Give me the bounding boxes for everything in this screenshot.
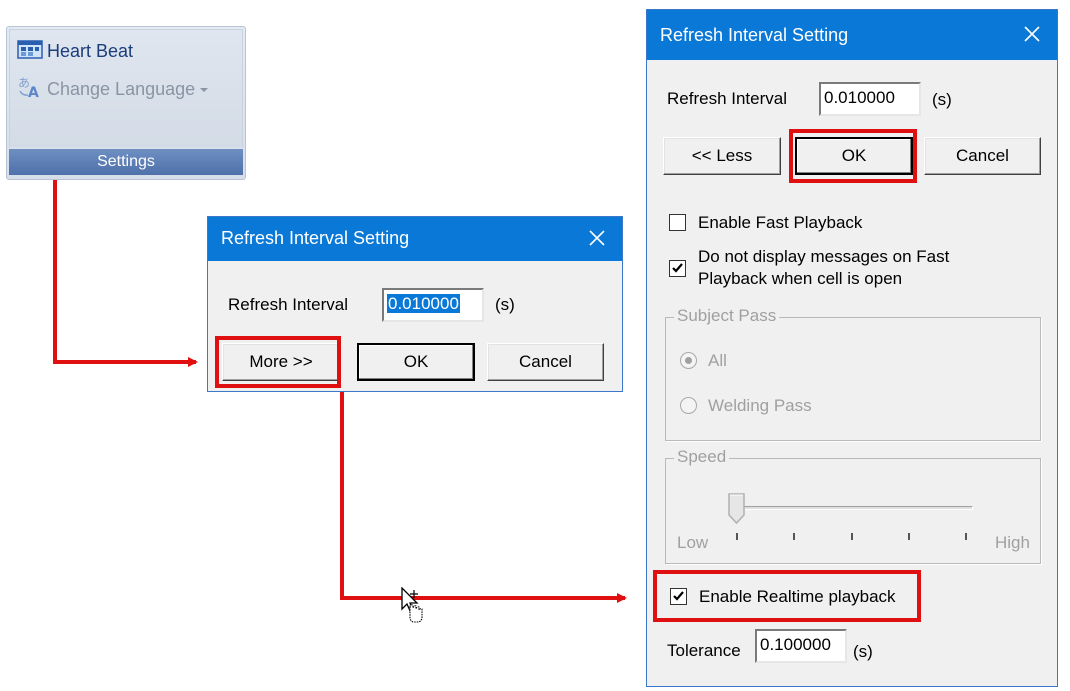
radio-welding-pass-label: Welding Pass <box>708 396 812 415</box>
ok-button[interactable]: OK <box>357 343 475 381</box>
slider-tick <box>851 533 853 540</box>
dialog-titlebar: Refresh Interval Setting <box>647 10 1057 60</box>
tolerance-input[interactable]: 0.100000 <box>755 629 847 663</box>
less-button[interactable]: << Less <box>663 137 781 175</box>
dialog-title: Refresh Interval Setting <box>660 25 849 45</box>
radio-all[interactable] <box>680 352 697 369</box>
cancel-button[interactable]: Cancel <box>924 137 1041 175</box>
fast-playback-checkbox[interactable] <box>669 214 686 231</box>
tolerance-unit-label: (s) <box>853 642 873 661</box>
checkmark-icon <box>673 591 684 601</box>
ribbon-group-label: Settings <box>9 149 243 175</box>
refresh-interval-label: Refresh Interval <box>228 295 348 314</box>
svg-text:A: A <box>28 85 39 99</box>
change-language-button[interactable]: あ A Change Language <box>17 75 209 103</box>
ok-button[interactable]: OK <box>795 137 913 175</box>
subject-pass-caption: Subject Pass <box>674 306 780 326</box>
refresh-interval-input[interactable]: 0.010000 <box>819 82 921 116</box>
realtime-playback-checkbox[interactable] <box>670 588 687 605</box>
cancel-button[interactable]: Cancel <box>487 343 604 381</box>
more-button[interactable]: More >> <box>222 343 340 381</box>
unit-label: (s) <box>932 90 952 109</box>
speed-slider-track[interactable] <box>729 506 973 510</box>
heart-beat-button[interactable]: Heart Beat <box>17 37 133 65</box>
slider-tick <box>793 533 795 540</box>
dialog-titlebar: Refresh Interval Setting <box>208 217 622 261</box>
speed-high-label: High <box>995 533 1030 552</box>
arrow-more-to-expanded <box>340 385 627 603</box>
close-icon[interactable] <box>1015 17 1049 51</box>
mouse-pointer-icon <box>400 586 430 630</box>
svg-text:あ: あ <box>18 76 30 90</box>
no-messages-label-line1: Do not display messages on Fast <box>698 247 950 266</box>
slider-tick <box>965 533 967 540</box>
close-icon[interactable] <box>580 221 614 255</box>
refresh-interval-input[interactable]: 0.010000 <box>382 288 484 322</box>
refresh-dialog-compact: Refresh Interval Setting Refresh Interva… <box>207 216 623 392</box>
tolerance-label: Tolerance <box>667 641 741 660</box>
checkmark-icon <box>672 263 683 273</box>
ribbon-settings-panel: Heart Beat あ A Change Language Settings <box>6 26 246 180</box>
subject-pass-group: Subject Pass <box>665 306 1041 441</box>
arrow-ribbon-to-dialog <box>53 180 198 367</box>
dropdown-arrow-icon <box>199 79 209 99</box>
realtime-playback-label: Enable Realtime playback <box>699 587 896 606</box>
speed-low-label: Low <box>677 533 709 552</box>
unit-label: (s) <box>495 295 515 314</box>
language-icon: あ A <box>17 75 43 104</box>
dialog-title: Refresh Interval Setting <box>221 228 410 248</box>
heart-beat-label: Heart Beat <box>47 40 134 61</box>
radio-all-label: All <box>708 351 727 370</box>
refresh-dialog-expanded: Refresh Interval Setting Refresh Interva… <box>646 9 1058 687</box>
heart-beat-icon <box>17 38 43 65</box>
refresh-interval-label: Refresh Interval <box>667 89 787 108</box>
slider-tick <box>736 533 738 540</box>
change-language-label: Change Language <box>47 78 196 99</box>
fast-playback-label: Enable Fast Playback <box>698 213 863 232</box>
radio-welding-pass[interactable] <box>680 397 697 414</box>
slider-tick <box>908 533 910 540</box>
no-messages-label-line2: Playback when cell is open <box>698 269 903 288</box>
speed-slider-thumb[interactable] <box>728 493 746 530</box>
speed-caption: Speed <box>674 447 730 467</box>
speed-group: Speed <box>665 447 1041 564</box>
no-messages-checkbox[interactable] <box>669 260 686 277</box>
